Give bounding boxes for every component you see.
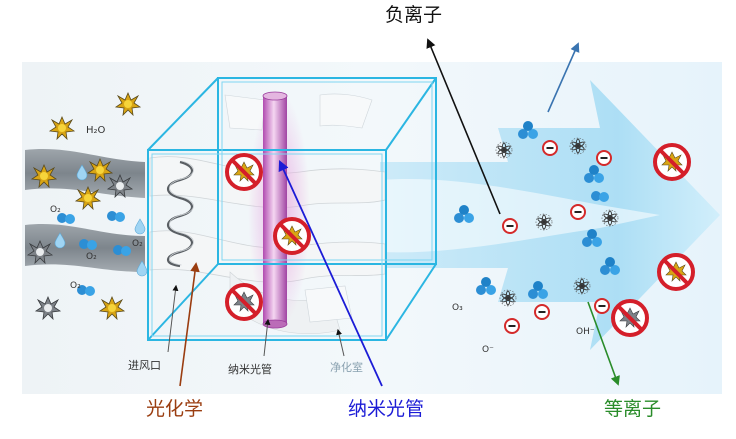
no-pollutant-icon: [653, 143, 691, 181]
no-pollutant-icon: [611, 299, 649, 337]
o3-label: O₃: [452, 303, 463, 313]
negative-ion-icon: [542, 140, 558, 156]
photochem-label: 光化学: [146, 398, 204, 420]
outflow-highlight: [380, 179, 660, 253]
nano-tube-arrow: [278, 160, 383, 387]
plasma-arrow: [587, 301, 620, 386]
no-pollutant-icon: [273, 217, 311, 255]
photochem-arrow: [179, 262, 200, 387]
negative-ion-icon: [570, 204, 586, 220]
nano-tube-icon: [248, 91, 310, 329]
purify-chamber-arrow: [336, 328, 345, 357]
negative-ion-icon: [594, 298, 610, 314]
negative-ion-arrow: [426, 38, 501, 215]
air-inlet-label: 进风口: [128, 359, 161, 372]
o2-label: O₂: [70, 281, 81, 291]
o-minus-label: O⁻: [482, 345, 494, 355]
negative-ion-icon: [596, 150, 612, 166]
air-inlet-arrow: [167, 284, 179, 353]
inner-flow-cap-right: [319, 93, 373, 129]
no-pollutant-icon: [657, 253, 695, 291]
negative-ion-icon: [502, 218, 518, 234]
no-pollutant-icon: [225, 153, 263, 191]
negative-ion-icon: [534, 304, 550, 320]
photochem-spiral-icon: [166, 160, 194, 268]
negative-ion-icon: [504, 318, 520, 334]
nano-tube-small-arrow: [263, 318, 271, 357]
no-pollutant-icon: [225, 283, 263, 321]
plasma-label: 等离子: [604, 398, 662, 420]
outflow-up-arrow: [547, 42, 580, 113]
h2o-label: H₂O: [86, 125, 106, 136]
oh-minus-label: OH⁻: [576, 327, 595, 337]
o2-label: O₂: [50, 205, 61, 215]
negative-ion-label: 负离子: [385, 4, 443, 26]
o2-label: O₂: [86, 252, 97, 262]
nano-tube-label: 纳米光管: [348, 398, 425, 420]
o2-label: O₂: [132, 239, 143, 249]
nano-tube-small-label: 纳米光管: [228, 363, 272, 376]
purify-chamber-label: 净化室: [330, 361, 363, 374]
